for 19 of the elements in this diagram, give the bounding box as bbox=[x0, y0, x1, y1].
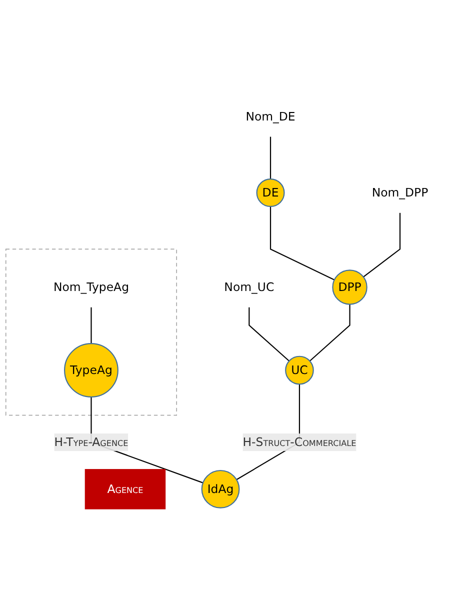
connector bbox=[363, 212, 401, 277]
cluster bbox=[6, 248, 177, 416]
node-text: Nom_TypeAg bbox=[53, 279, 130, 294]
node-circle: TypeAg bbox=[64, 342, 118, 398]
connector bbox=[90, 306, 92, 344]
node-text: Nom_DE bbox=[246, 108, 296, 123]
connector bbox=[270, 136, 272, 179]
node-text: Nom_UC bbox=[224, 279, 274, 294]
node-circle: UC bbox=[285, 355, 314, 384]
connector bbox=[248, 306, 290, 362]
edge-label: H-Struct-Commerciale bbox=[242, 434, 356, 448]
node-text: Nom_DPP bbox=[372, 185, 428, 199]
connector bbox=[309, 304, 350, 362]
node-circle: DE bbox=[256, 178, 285, 207]
edge-label: H-Type-Agence bbox=[54, 434, 128, 448]
node-circle: IdAg bbox=[201, 470, 240, 508]
node-circle: DPP bbox=[332, 269, 368, 304]
connector bbox=[270, 206, 335, 280]
node-box: Agence bbox=[84, 468, 166, 509]
